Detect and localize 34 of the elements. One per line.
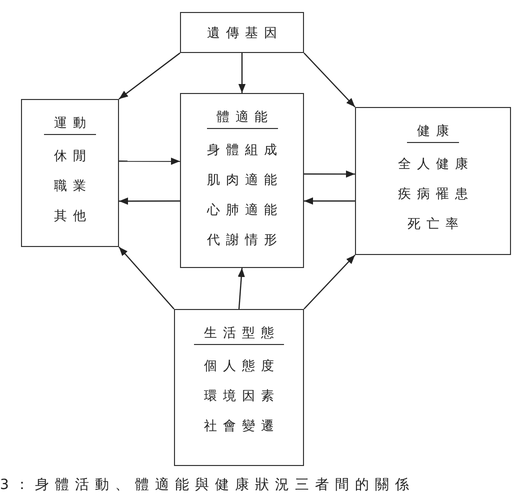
arrow — [118, 246, 174, 310]
box-heading: 運動 — [44, 114, 96, 135]
box-text: 遺傳基因 — [206, 24, 283, 42]
figure-caption: 3：身體活動、體適能與健康狀況三者間的關係 — [0, 476, 415, 494]
arrow — [238, 268, 245, 310]
box-text: 代謝情形 — [206, 232, 283, 249]
box-text: 身體組成 — [206, 142, 283, 159]
arrow — [119, 198, 180, 205]
text-box — [355, 107, 511, 255]
box-text: 休閒 — [53, 148, 92, 165]
arrow — [304, 254, 356, 310]
box-text: 其他 — [53, 208, 92, 225]
text-box — [180, 12, 304, 53]
arrow — [238, 53, 246, 93]
text-box — [180, 93, 304, 268]
box-heading: 體適能 — [206, 108, 278, 129]
text-box — [174, 309, 304, 466]
box-text: 個人態度 — [203, 358, 280, 375]
arrow — [304, 52, 356, 108]
arrow — [118, 52, 180, 100]
box-heading: 生活型態 — [194, 324, 284, 345]
box-text: 心肺適能 — [206, 202, 283, 219]
text-box — [21, 99, 119, 247]
arrow — [119, 158, 180, 165]
box-text: 環境因素 — [203, 388, 280, 405]
box-text: 死亡率 — [406, 216, 464, 233]
box-text: 肌肉適能 — [206, 172, 283, 189]
box-text: 疾病罹患 — [397, 186, 474, 203]
box-heading: 健康 — [407, 122, 459, 143]
arrow — [304, 197, 355, 205]
arrow — [304, 170, 355, 178]
box-text: 全人健康 — [397, 156, 474, 173]
box-text: 職業 — [53, 178, 92, 195]
box-text: 社會變遷 — [203, 418, 280, 435]
